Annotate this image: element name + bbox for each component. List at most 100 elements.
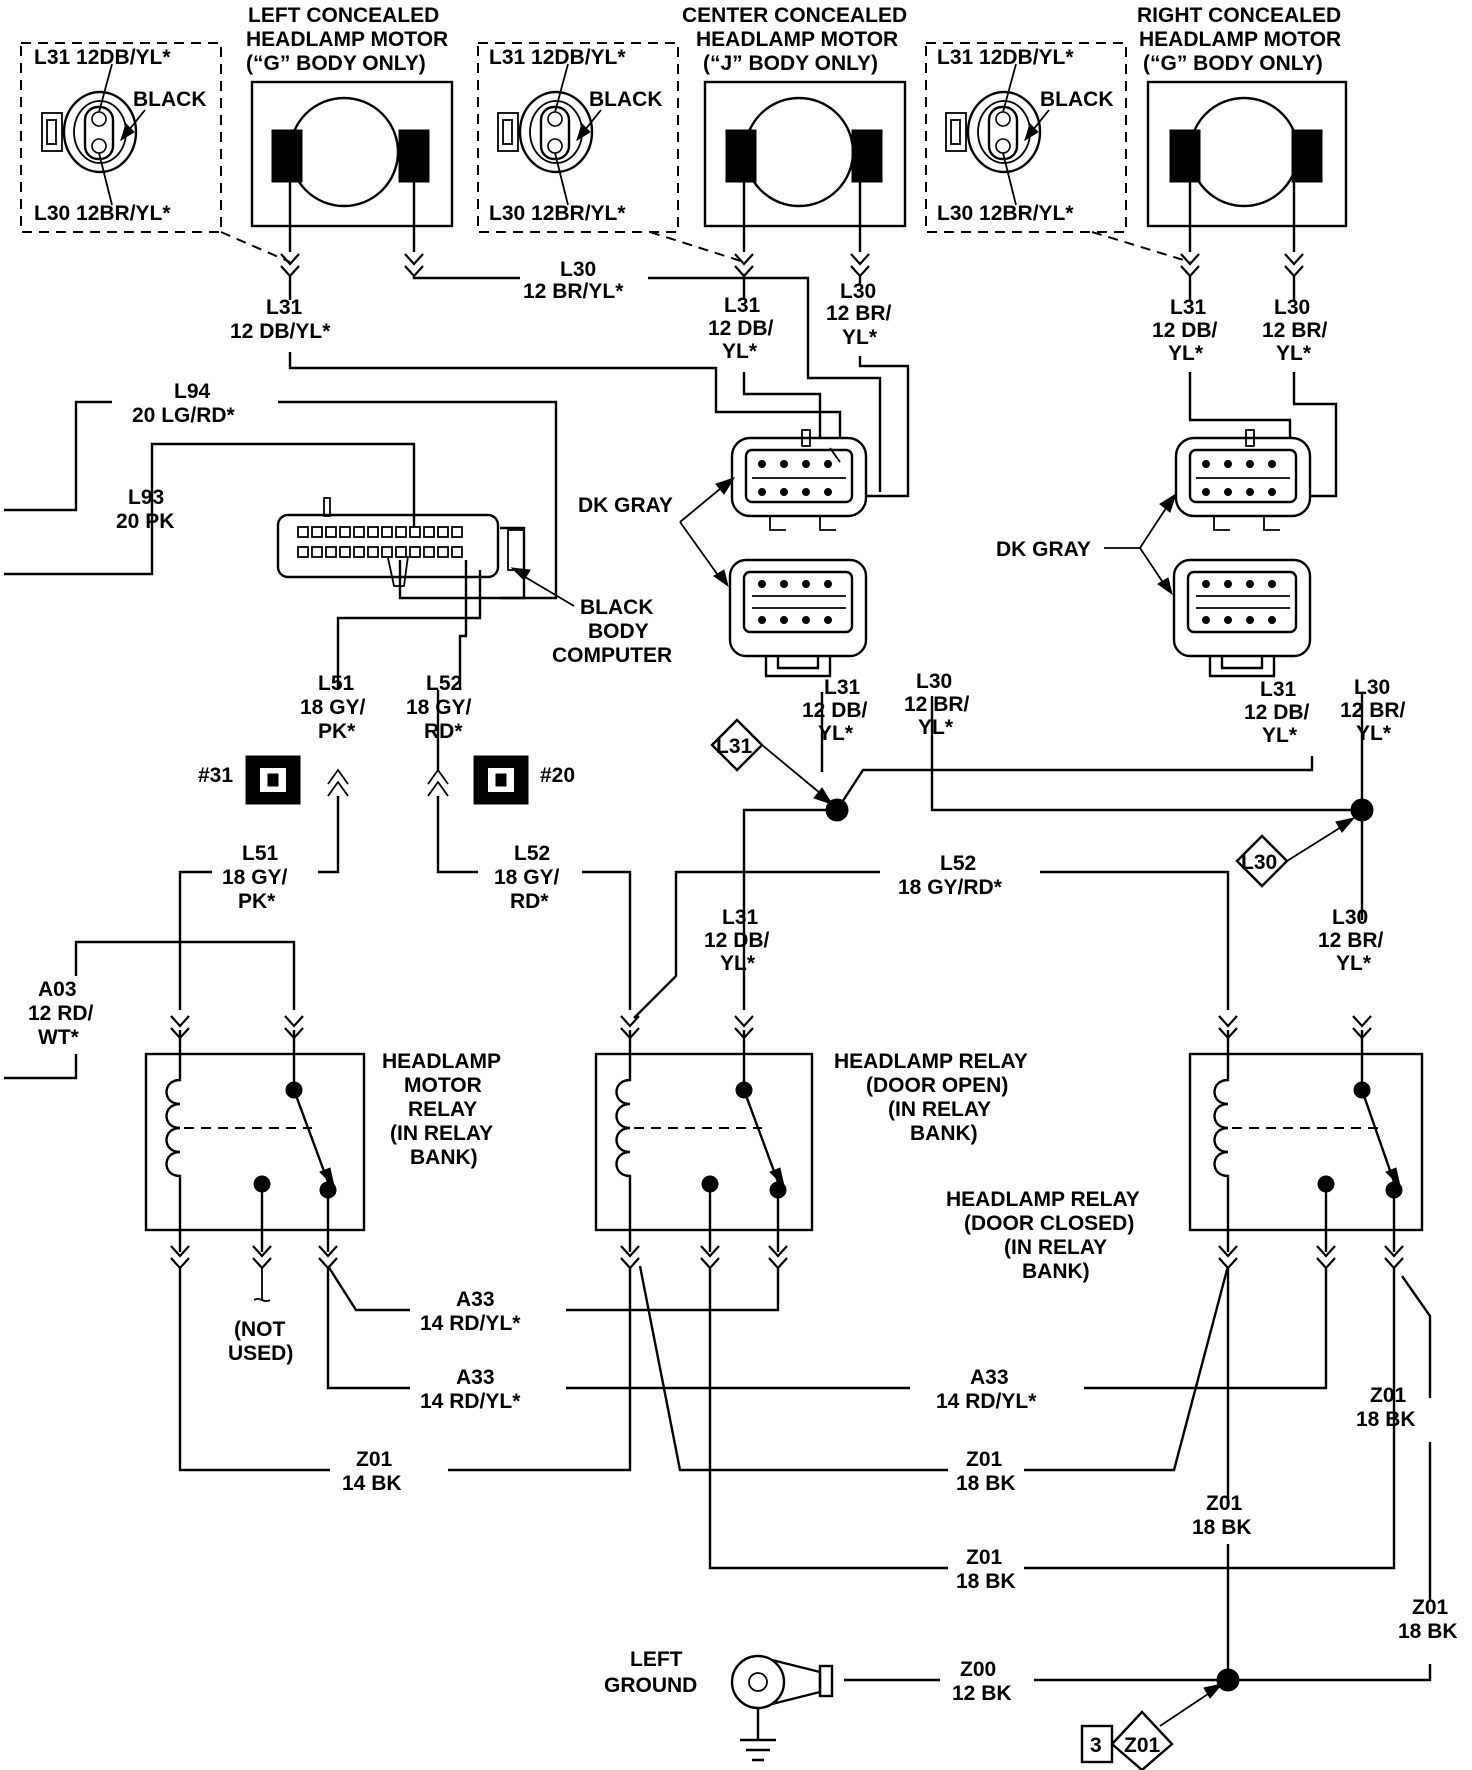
right-motor-title-2: HEADLAMP MOTOR <box>1139 28 1341 51</box>
right-motor-title-1: RIGHT CONCEALED <box>1137 4 1341 27</box>
door-open-relay-label-4: BANK) <box>910 1122 978 1145</box>
wire-l51-top-label-3: PK* <box>318 720 356 743</box>
wire-l30-label-1: L30 <box>560 258 596 281</box>
center-lower-l31-label-3: YL* <box>818 722 854 745</box>
lower-wires <box>178 1265 1432 1692</box>
left-motor-title-2: HEADLAMP MOTOR <box>246 28 448 51</box>
left-motor-title-1: LEFT CONCEALED <box>248 4 439 27</box>
splice-l31: L31 <box>710 692 1314 840</box>
wire-l31-label-1: L31 <box>266 296 303 319</box>
headlamp-relay-door-open <box>594 1014 814 1270</box>
wire-z01-cross-label-2: 18 BK <box>956 1472 1016 1495</box>
relay-l30-label-3: YL* <box>1336 952 1372 975</box>
wire-z01-mid-label-1: Z01 <box>1206 1492 1243 1515</box>
motor-relay-label-4: (IN RELAY <box>390 1122 493 1145</box>
not-used-label-2: USED) <box>228 1342 293 1365</box>
wire-l30-label-2: 12 BR/YL* <box>523 280 624 303</box>
fuse-20-label: #20 <box>540 764 575 787</box>
wire-z00-label-1: Z00 <box>960 1658 996 1681</box>
wire-a33-lower-label-1: A33 <box>456 1366 495 1389</box>
center-dk-gray-connector-upper <box>730 429 868 531</box>
door-closed-relay-label-4: BANK) <box>1022 1260 1090 1283</box>
ground-label-2: GROUND <box>604 1674 697 1697</box>
wire-l52-bot-label-1: L52 <box>514 842 550 865</box>
wire-z01-14-label-1: Z01 <box>356 1448 393 1471</box>
wire-l51-top-label-2: 18 GY/ <box>300 696 366 719</box>
door-open-relay-label-3: (IN RELAY <box>888 1098 991 1121</box>
center-motor-title-1: CENTER CONCEALED <box>682 4 907 27</box>
body-computer-wires <box>4 400 558 690</box>
center-l31-label-1: L31 <box>724 294 761 317</box>
center-lower-l31-label-1: L31 <box>824 676 861 699</box>
connector-view-bottom-label: L30 12BR/YL* <box>937 202 1074 225</box>
motor-relay-label-5: BANK) <box>410 1146 478 1169</box>
wire-a03-label-3: WT* <box>38 1026 80 1049</box>
body-computer-label-3: COMPUTER <box>552 644 672 667</box>
center-motor-title-3: (“J” BODY ONLY) <box>703 52 878 75</box>
connector-view-bottom-label: L30 12BR/YL* <box>489 202 626 225</box>
center-lower-l31-label-2: 12 DB/ <box>802 699 868 722</box>
body-computer-label-2: BODY <box>588 620 649 643</box>
ground-label-1: LEFT <box>630 1648 683 1671</box>
wire-z01-right-label-2: 18 BK <box>1356 1408 1416 1431</box>
right-dk-gray-connector-lower <box>1172 558 1312 678</box>
splice-z01-label: Z01 <box>1124 1734 1161 1757</box>
center-l31-label-3: YL* <box>722 340 758 363</box>
wire-a03-label-2: 12 RD/ <box>28 1002 94 1025</box>
right-lower-l30-label-1: L30 <box>1354 676 1390 699</box>
splice-z01-ref-number: 3 <box>1090 1734 1102 1757</box>
wire-z01-far-label-2: 18 BK <box>1398 1620 1458 1643</box>
center-lower-l30-label-2: 12 BR/ <box>904 693 970 716</box>
door-open-relay-label-1: HEADLAMP RELAY <box>834 1050 1028 1073</box>
right-l31-label-3: YL* <box>1168 342 1204 365</box>
center-motor-title-2: HEADLAMP MOTOR <box>696 28 898 51</box>
fuse-20-icon <box>473 755 529 805</box>
wire-z01-lower-label-2: 18 BK <box>956 1570 1016 1593</box>
wire-l52-top-label-1: L52 <box>426 672 462 695</box>
wire-l52-bot-label-2: 18 GY/ <box>494 866 560 889</box>
wire-l52-bot-label-3: RD* <box>510 890 549 913</box>
right-lower-l30-label-2: 12 BR/ <box>1340 699 1406 722</box>
connector-view-side-label: BLACK <box>133 88 207 111</box>
wire-z01-right-label-1: Z01 <box>1370 1384 1407 1407</box>
body-computer-label-1: BLACK <box>580 596 654 619</box>
wire-z00-label-2: 12 BK <box>952 1682 1012 1705</box>
wire-l51-bot-label-3: PK* <box>238 890 276 913</box>
right-lower-l31-label-3: YL* <box>1262 724 1298 747</box>
connector-view-side-label: BLACK <box>589 88 663 111</box>
wire-z01-far-label-1: Z01 <box>1412 1596 1449 1619</box>
center-lower-l30-label-3: YL* <box>918 716 954 739</box>
left-ground-icon <box>730 1654 834 1762</box>
wire-l51-bot-label-1: L51 <box>242 842 279 865</box>
connector-view-top-label: L31 12DB/YL* <box>937 46 1074 69</box>
right-dk-gray-connector-upper <box>1174 429 1312 531</box>
wire-l93-label-1: L93 <box>128 486 164 509</box>
wire-l94-label-1: L94 <box>174 380 211 403</box>
center-l30-label-2: 12 BR/ <box>826 302 892 325</box>
motor-relay-label-1: HEADLAMP <box>382 1050 501 1073</box>
center-l30-label-1: L30 <box>840 280 876 303</box>
right-motor-title-3: (“G” BODY ONLY) <box>1143 52 1323 75</box>
right-connector-view: L31 12DB/YL* BLACK L30 12BR/YL* <box>925 42 1191 263</box>
motor-relay-label-3: RELAY <box>408 1098 477 1121</box>
wire-z01-mid-label-2: 18 BK <box>1192 1516 1252 1539</box>
right-l31-label-2: 12 DB/ <box>1152 319 1218 342</box>
wire-z01-14-label-2: 14 BK <box>342 1472 402 1495</box>
wire-a33-upper-label-1: A33 <box>456 1288 495 1311</box>
body-computer-connector <box>276 497 525 587</box>
splice-z01-reference: 3 Z01 <box>1080 1683 1224 1770</box>
wire-l52-long-label-2: 18 GY/RD* <box>898 876 1003 899</box>
center-l30-label-3: YL* <box>842 326 878 349</box>
right-lower-l31-label-1: L31 <box>1260 678 1297 701</box>
connector-view-bottom-label: L30 12BR/YL* <box>34 202 171 225</box>
wire-l51-top-label-1: L51 <box>318 672 355 695</box>
right-l30-label-1: L30 <box>1274 296 1310 319</box>
right-l30-label-2: 12 BR/ <box>1262 319 1328 342</box>
left-connector-view: L31 12DB/YL* BLACK L30 12BR/YL* <box>20 42 291 263</box>
wire-a03-label-1: A03 <box>38 978 77 1001</box>
headlamp-motor-relay <box>144 1014 366 1303</box>
connector-view-top-label: L31 12DB/YL* <box>489 46 626 69</box>
relay-l30-label-2: 12 BR/ <box>1318 929 1384 952</box>
center-l31-label-2: 12 DB/ <box>708 317 774 340</box>
